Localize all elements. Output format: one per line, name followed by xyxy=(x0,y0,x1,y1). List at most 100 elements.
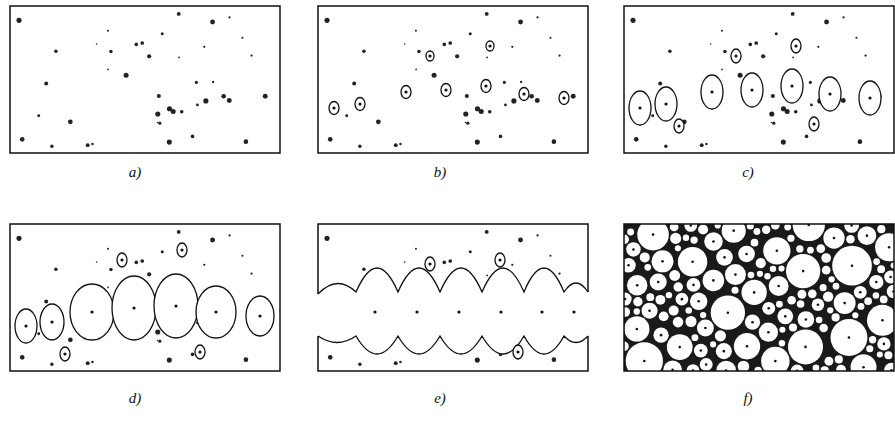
nucleus-dot xyxy=(86,361,90,365)
nucleus-dot xyxy=(855,37,857,39)
nucleus-dot xyxy=(210,238,215,243)
grain xyxy=(652,250,674,272)
nucleus-dot xyxy=(362,49,366,53)
nucleus-dot xyxy=(147,272,151,276)
nucleus-dot xyxy=(177,12,181,16)
grain xyxy=(738,361,750,371)
grain-outline xyxy=(674,119,684,133)
nucleus-dot xyxy=(681,298,684,301)
nucleus-dot xyxy=(37,114,40,117)
nucleus-dot xyxy=(809,81,812,84)
nucleus-dot xyxy=(540,310,543,313)
nucleus-dot xyxy=(465,122,467,124)
nucleus-dot xyxy=(158,122,161,125)
nucleus-dot xyxy=(91,361,93,363)
nucleus-dot xyxy=(417,50,421,54)
nucleus-dot xyxy=(157,94,161,98)
nucleus-dot xyxy=(394,361,398,365)
grain-boundary xyxy=(318,268,588,294)
nucleus-dot xyxy=(404,43,406,45)
nucleus-dot xyxy=(376,119,381,124)
grain xyxy=(624,307,630,317)
grain xyxy=(816,244,825,253)
panel xyxy=(624,6,894,153)
nucleus-dot xyxy=(463,111,468,116)
nucleus-dot xyxy=(632,248,635,251)
grain xyxy=(844,224,859,233)
grain xyxy=(854,286,867,299)
nucleus-dot xyxy=(221,94,226,99)
grain-outline xyxy=(15,309,37,343)
nucleus-dot xyxy=(157,122,159,124)
grain xyxy=(670,233,681,244)
nucleus-dot xyxy=(864,54,866,56)
nucleus-dot xyxy=(767,331,770,334)
nucleus-dot xyxy=(399,143,401,145)
grain xyxy=(796,245,803,252)
nucleus-dot xyxy=(415,310,418,313)
grain xyxy=(791,365,804,371)
grain xyxy=(716,249,733,266)
grain xyxy=(759,323,778,342)
nucleus-dot xyxy=(668,49,672,53)
grain xyxy=(626,242,640,256)
grain-outline xyxy=(741,73,763,107)
grain xyxy=(823,227,844,248)
nucleus-dot xyxy=(889,276,892,279)
grain-outline xyxy=(196,286,236,338)
grain xyxy=(685,316,696,327)
grain xyxy=(747,224,754,230)
grain xyxy=(788,329,823,364)
panel xyxy=(10,6,280,153)
grain xyxy=(793,224,825,241)
nucleus-dot xyxy=(263,94,268,99)
grain xyxy=(867,305,894,336)
nucleus-dot xyxy=(457,310,460,313)
nucleus-dot xyxy=(465,94,469,98)
nucleus-dot xyxy=(732,229,735,232)
grain xyxy=(807,247,814,254)
nucleus-dot xyxy=(802,270,805,273)
grain xyxy=(667,334,693,360)
nucleus-dot xyxy=(710,90,713,93)
nucleus-dot xyxy=(761,54,765,58)
nucleus-dot xyxy=(636,328,639,331)
nucleus-dot xyxy=(775,32,778,35)
nucleus-dot xyxy=(124,73,129,78)
grain-outline xyxy=(481,80,491,93)
grain xyxy=(789,323,797,331)
nucleus-dot xyxy=(488,44,491,47)
grain xyxy=(823,291,833,301)
nucleus-dot xyxy=(692,284,695,287)
nucleus-dot xyxy=(485,230,489,234)
grain xyxy=(770,266,776,272)
nucleus-dot xyxy=(503,81,506,84)
grain-outline xyxy=(426,51,434,61)
grain xyxy=(700,358,713,371)
nucleus-dot xyxy=(203,98,208,103)
nucleus-dot xyxy=(748,43,752,47)
grain xyxy=(640,252,650,262)
nucleus-dot xyxy=(50,363,53,366)
nucleus-dot xyxy=(651,114,654,117)
grain xyxy=(716,361,736,371)
grain xyxy=(738,246,755,263)
grain-outline xyxy=(40,304,64,340)
grain xyxy=(691,334,698,341)
nucleus-dot xyxy=(415,69,417,71)
panel-label: c) xyxy=(742,164,754,181)
grain-outline xyxy=(441,84,451,97)
grain xyxy=(880,296,888,304)
nucleus-dot xyxy=(203,264,205,266)
nucleus-dot xyxy=(475,358,480,363)
grain-outline xyxy=(629,91,651,125)
grain xyxy=(884,271,894,284)
nucleus-dot xyxy=(241,37,243,39)
grain xyxy=(642,303,658,319)
panel-border xyxy=(10,6,280,153)
nucleus-dot xyxy=(817,303,820,306)
nucleus-dot xyxy=(155,329,160,334)
grain-outline xyxy=(519,88,529,101)
nucleus-dot xyxy=(721,30,723,32)
grain xyxy=(835,355,843,363)
